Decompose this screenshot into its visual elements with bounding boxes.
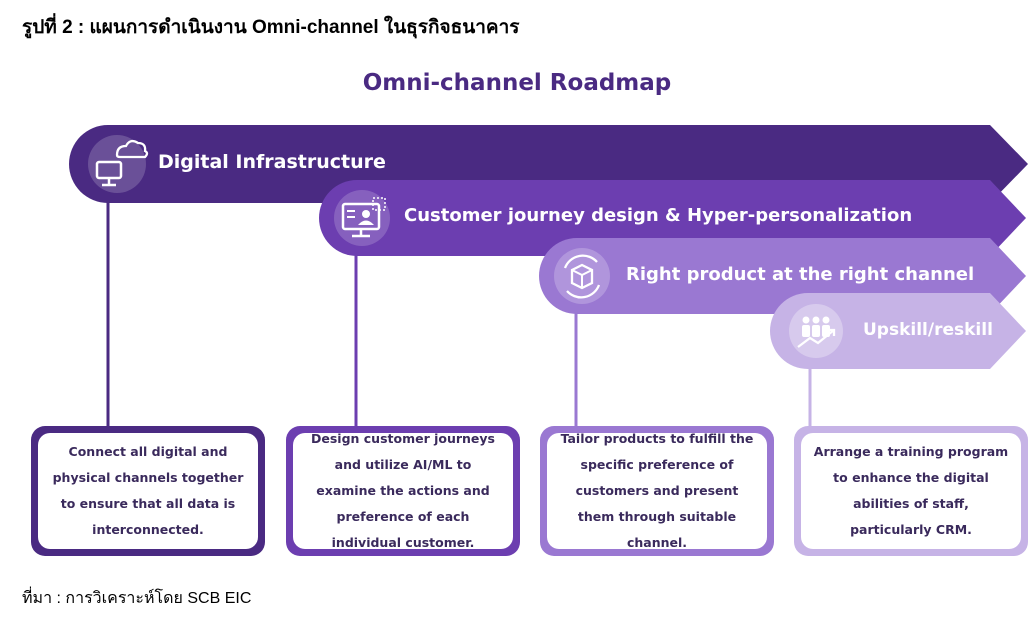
stage-label-4: Upskill/reskill [863, 320, 993, 340]
diagram-title: Omni-channel Roadmap [362, 70, 672, 96]
stage-label-3: Right product at the right channel [626, 264, 975, 285]
source-note: ที่มา : การวิเคราะห์โดย SCB EIC [22, 590, 252, 607]
stage-description-4: Arrange a training program to enhance th… [801, 433, 1021, 549]
stage-description-2: Design customer journeys and utilize AI/… [293, 431, 513, 550]
cloud-computer-icon [88, 135, 149, 193]
stage-description-1: Connect all digital and physical channel… [38, 433, 258, 549]
stage-arrow-2 [319, 180, 1026, 256]
stage-description-3: Tailor products to fulfill the specific … [547, 431, 767, 550]
stage-arrow-4 [770, 293, 1026, 369]
stage-label-2: Customer journey design & Hyper-personal… [404, 205, 913, 226]
figure-title: รูปที่ 2 : แผนการดำเนินงาน Omni-channel … [22, 17, 520, 38]
people-growth-icon [789, 304, 843, 358]
monitor-user-icon [334, 190, 390, 246]
stage-label-1: Digital Infrastructure [158, 151, 386, 173]
box-cycle-icon [554, 248, 610, 304]
